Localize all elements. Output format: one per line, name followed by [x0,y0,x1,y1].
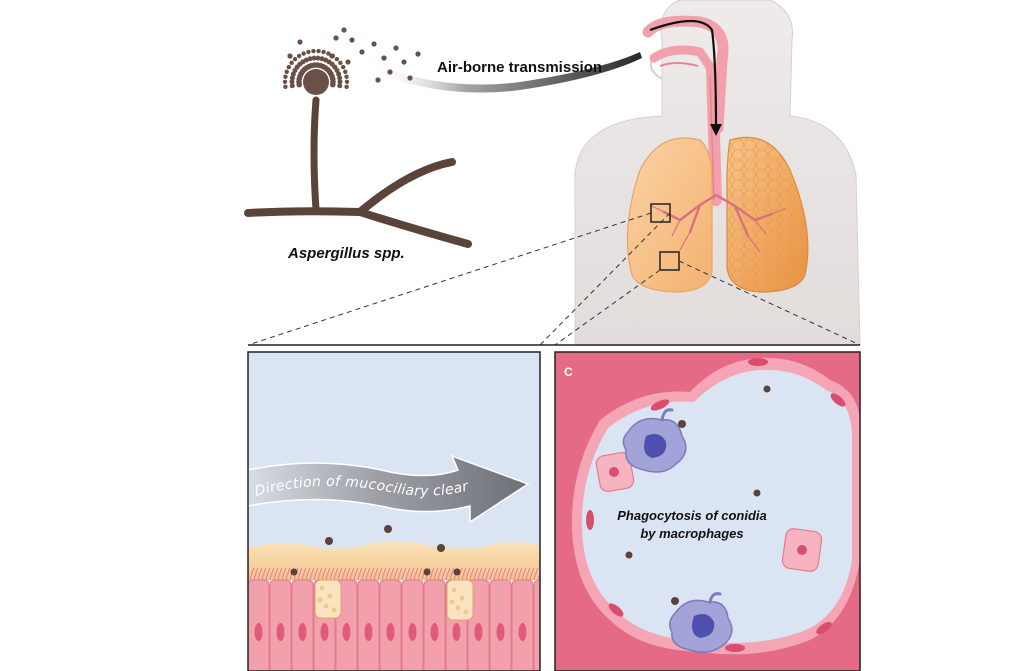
fungus-label: Aspergillus spp. [287,245,405,262]
alveolar-conidia [625,385,771,559]
transmission-label: Air-borne transmission [437,59,602,76]
airborne-conidia [287,27,421,83]
panel-c-letter: C [564,365,573,379]
panel-c-frame [554,351,861,671]
panel-alveolus [555,352,860,671]
epithelial-cells [248,579,540,671]
alveolar-wall-cells [586,358,846,652]
conidia-chains [282,48,350,90]
macrophage [669,592,733,653]
panel-b-frame [247,351,541,671]
phagocytosis-label-line1: Phagocytosis of conidia [617,508,767,523]
human-figure [574,0,861,346]
aspergillus-illustration [244,27,642,248]
mucociliary-arrow [248,454,530,524]
lungs [626,136,809,293]
macrophage [622,408,687,473]
phagocytosis-label-line2: by macrophages [640,526,743,541]
zoom-guide-lines [247,212,861,346]
type-ii-pneumocytes [595,451,823,572]
panel-airway-epithelium: Direction of mucociliary clearance [248,352,540,671]
airway-conidia [290,525,461,576]
